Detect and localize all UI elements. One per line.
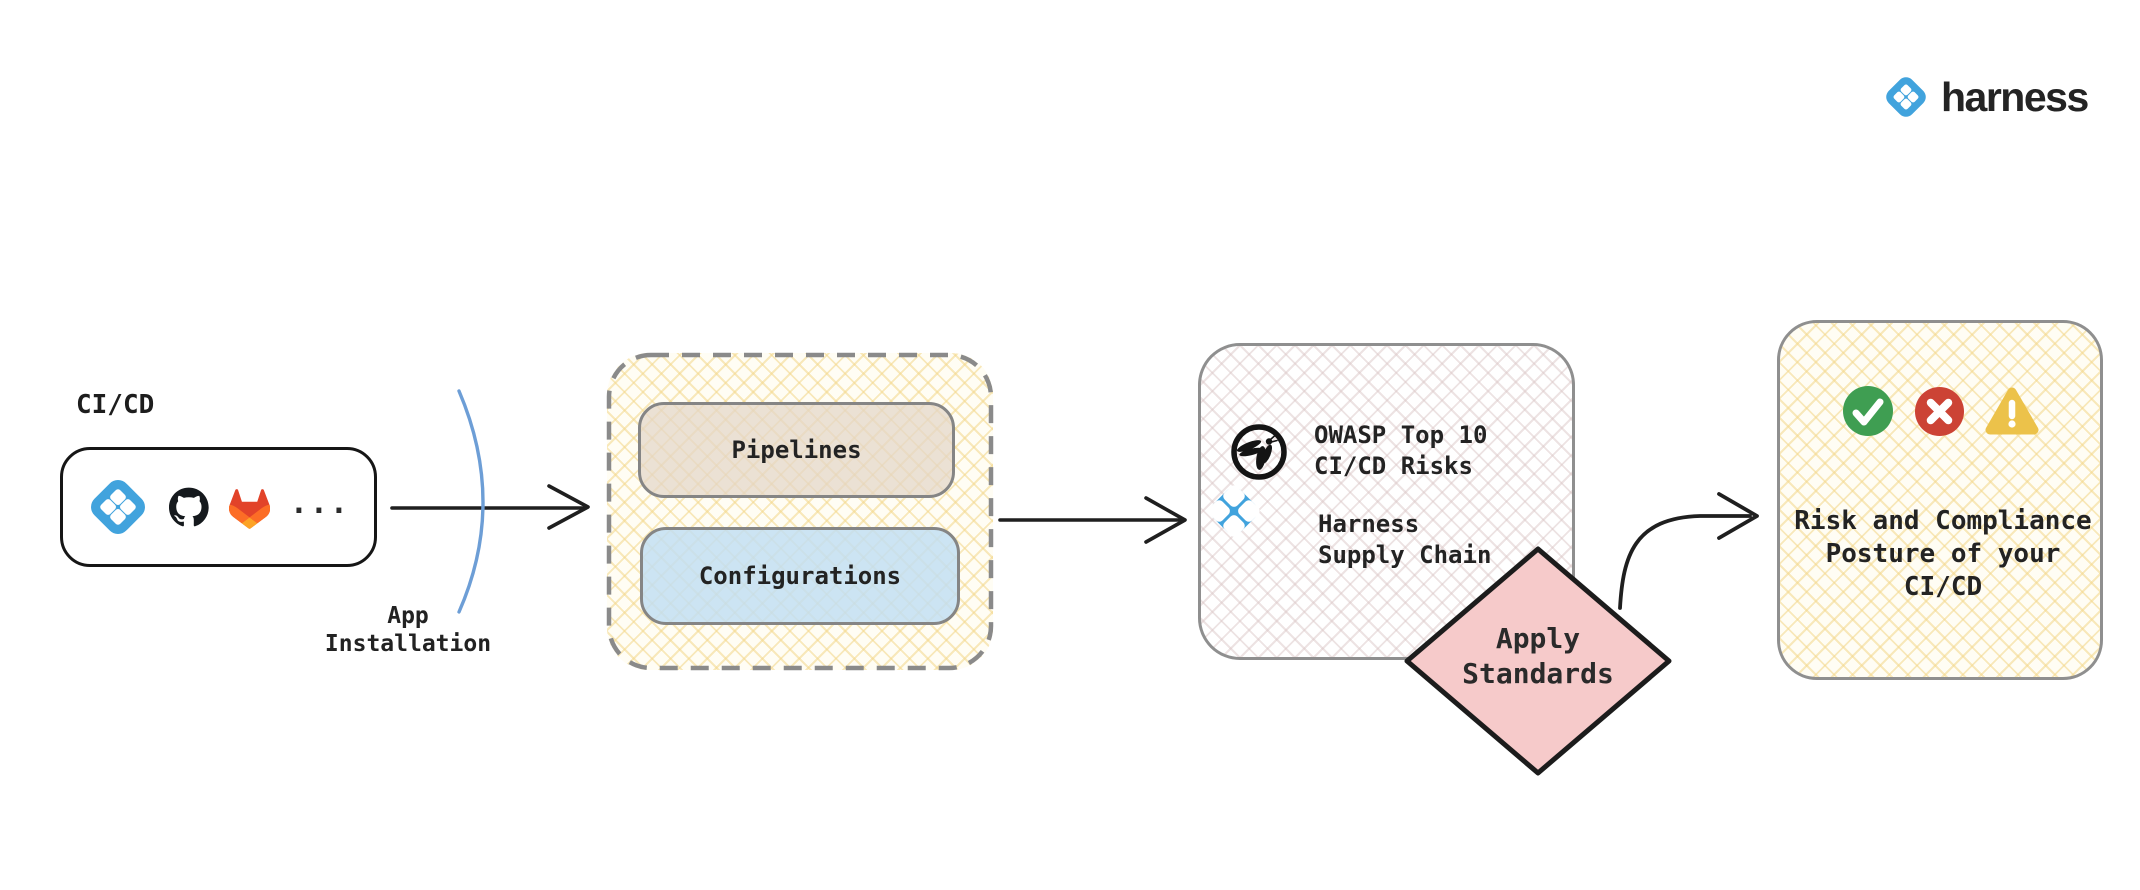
posture-status-icons [1780, 385, 2100, 437]
posture-box: Risk and Compliance Posture of your CI/C… [1777, 320, 2103, 680]
cicd-sources-box: ... [60, 447, 377, 567]
owasp-top10-label: OWASP Top 10 CI/CD Risks [1314, 421, 1488, 480]
pipelines-box: Pipelines [638, 402, 955, 498]
configurations-box: Configurations [640, 527, 960, 625]
harness-logo-icon [1882, 73, 1930, 121]
harness-logo: harness [1882, 73, 2089, 121]
configurations-label: Configurations [698, 562, 902, 590]
warning-icon [1985, 387, 2038, 435]
app-installation-label: App Installation [324, 603, 492, 657]
apply-standards-label: Apply Standards [1462, 622, 1614, 690]
harness-logo-text: harness [1941, 73, 2089, 120]
harness-supply-chain-label: Harness Supply Chain [1318, 510, 1492, 569]
pipelines-label: Pipelines [731, 436, 862, 464]
standards-box: OWASP Top 10 CI/CD Risks Harness Supply … [1198, 343, 1575, 660]
cross-icon [1914, 386, 1964, 436]
app-installation-arc [457, 389, 485, 614]
standards-arrow [998, 496, 1187, 544]
check-icon [1842, 386, 1893, 436]
gitlab-icon [228, 489, 270, 529]
app-installation-arrow [390, 484, 590, 530]
cicd-label: CI/CD [76, 390, 155, 420]
posture-arrow [1618, 492, 1759, 610]
github-icon [169, 487, 209, 526]
ingest-group-box: Pipelines Configurations [607, 353, 993, 670]
more-sources-ellipsis: ... [289, 485, 350, 521]
posture-label: Risk and Compliance Posture of your CI/C… [1794, 506, 2092, 602]
harness-icon [86, 475, 150, 539]
owasp-icon [1231, 424, 1287, 480]
